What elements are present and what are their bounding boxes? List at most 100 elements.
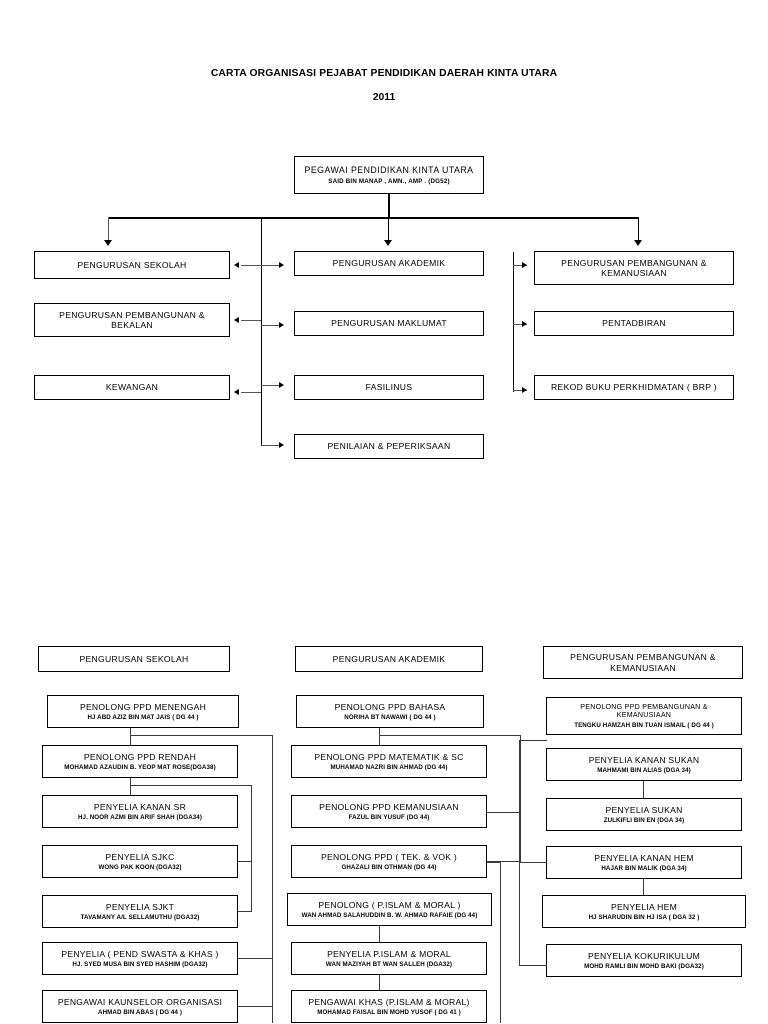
- academic-item-6[interactable]: PENGAWAI KHAS (P.ISLAM & MORAL) MOHAMAD …: [291, 990, 487, 1023]
- development-stem-1: [643, 781, 645, 798]
- division-label: PENGURUSAN PEMBANGUNAN & KEMANUSIAAN: [561, 257, 707, 278]
- link-right-1: [513, 265, 527, 267]
- development-item-5[interactable]: PENYELIA KOKURIKULUM MOHD RAMLI BIN MOHD…: [546, 944, 742, 977]
- academic-item-1[interactable]: PENOLONG PPD MATEMATIK & SC MUHAMAD NAZR…: [291, 745, 487, 778]
- spine-left-middle: [261, 218, 263, 445]
- column-header-pengurusan-pembangunan-kemanusiaan[interactable]: PENGURUSAN PEMBANGUNAN & KEMANUSIAAN: [543, 646, 743, 679]
- division-label: KEWANGAN: [105, 382, 159, 393]
- item-name: MAHMAMI BIN ALIAS (DGA 34): [597, 766, 691, 774]
- school-branch-0: [130, 735, 273, 737]
- academic-item-0[interactable]: PENOLONG PPD BAHASA NORIHA BT NAWAWI ( D…: [296, 695, 484, 728]
- school-item-3[interactable]: PENYELIA SJKC WONG PAK KOON (DGA32): [42, 845, 238, 878]
- arrow-left-3: [234, 389, 239, 395]
- division-pengurusan-sekolah[interactable]: PENGURUSAN SEKOLAH: [34, 251, 230, 279]
- school-item-0[interactable]: PENOLONG PPD MENENGAH HJ ABD AZIZ BIN MA…: [47, 695, 239, 728]
- academic-stem-4: [379, 926, 381, 942]
- link-right-3: [513, 390, 527, 392]
- division-rekod-buku-perkhidmatan[interactable]: REKOD BUKU PERKHIDMATAN ( BRP ): [534, 375, 734, 400]
- development-item-2[interactable]: PENYELIA SUKAN ZULKIFLI BIN EN (DGA 34): [546, 798, 742, 831]
- item-name: HJ SHARUDIN BIN HJ ISA ( DGA 32 ): [588, 913, 700, 921]
- academic-stem-5: [379, 975, 381, 990]
- arrow-right-r2: [522, 321, 527, 327]
- development-branch-0: [519, 740, 547, 742]
- item-title: PENYELIA SJKT: [105, 901, 175, 912]
- school-item-5[interactable]: PENYELIA ( PEND SWASTA & KHAS ) HJ. SYED…: [42, 942, 238, 975]
- school-rail-outer: [272, 735, 274, 1023]
- arrow-right-r3: [522, 387, 527, 393]
- division-label: PENILAIAN & PEPERIKSAAN: [327, 441, 451, 452]
- column-header-pengurusan-akademik[interactable]: PENGURUSAN AKADEMIK: [295, 646, 483, 672]
- academic-branch-1: [487, 812, 521, 814]
- division-pengurusan-maklumat[interactable]: PENGURUSAN MAKLUMAT: [294, 311, 484, 336]
- item-title: PENGAWAI KHAS (P.ISLAM & MORAL): [308, 996, 470, 1007]
- item-name: MOHAMAD AZAUDIN B. YEOP MAT ROSE(DGA38): [64, 763, 216, 771]
- link-left-1: [241, 265, 261, 267]
- item-title: PENOLONG PPD PEMBANGUNAN & KEMANUSIAAN: [580, 702, 708, 720]
- item-name: NORIHA BT NAWAWI ( DG 44 ): [344, 713, 436, 721]
- division-label: FASILINUS: [365, 382, 413, 393]
- division-pentadbiran[interactable]: PENTADBIRAN: [534, 311, 734, 336]
- root-name: SAID BIN MANAP , AMN., AMP . (DG52): [328, 177, 450, 185]
- school-branch-3: [238, 911, 252, 913]
- academic-item-3[interactable]: PENOLONG PPD ( TEK. & VOK ) GHAZALI BIN …: [291, 845, 487, 878]
- root-stem-line: [388, 194, 390, 218]
- school-item-1[interactable]: PENOLONG PPD RENDAH MOHAMAD AZAUDIN B. Y…: [42, 745, 238, 778]
- division-fasilinus[interactable]: FASILINUS: [294, 375, 484, 400]
- school-item-2[interactable]: PENYELIA KANAN SR HJ. NOOR AZMI BIN ARIF…: [42, 795, 238, 828]
- link-left-2: [241, 320, 261, 322]
- arrow-right-m3: [279, 382, 284, 388]
- column-header-pengurusan-sekolah[interactable]: PENGURUSAN SEKOLAH: [38, 646, 230, 672]
- arrow-down-left: [104, 240, 112, 246]
- school-item-6[interactable]: PENGAWAI KAUNSELOR ORGANISASI AHMAD BIN …: [42, 990, 238, 1023]
- division-kewangan[interactable]: KEWANGAN: [34, 375, 230, 400]
- item-name: HJ ABD AZIZ BIN MAT JAIS ( DG 44 ): [87, 713, 199, 721]
- school-stem-0: [130, 728, 132, 745]
- item-name: TAVAMANY A/L SELLAMUTHU (DGA32): [80, 913, 200, 921]
- academic-rail-outer: [520, 735, 522, 861]
- academic-rail-inner: [500, 862, 502, 1023]
- page-title: CARTA ORGANISASI PEJABAT PENDIDIKAN DAER…: [210, 68, 558, 79]
- school-branch-1: [130, 785, 252, 787]
- item-title: PENYELIA ( PEND SWASTA & KHAS ): [61, 948, 219, 959]
- item-name: FAZUL BIN YUSUF (DG 44): [348, 813, 430, 821]
- item-name: ZULKIFLI BIN EN (DGA 34): [603, 816, 685, 824]
- division-label: PENTADBIRAN: [602, 318, 666, 329]
- development-item-3[interactable]: PENYELIA KANAN HEM HAJAR BIN MALIK (DGA …: [546, 846, 742, 879]
- item-name: TENGKU HAMZAH BIN TUAN ISMAIL ( DG 44 ): [574, 721, 714, 729]
- item-name: AHMAD BIN ABAS ( DG 44 ): [98, 1008, 182, 1016]
- division-pengurusan-pembangunan-kemanusiaan[interactable]: PENGURUSAN PEMBANGUNAN & KEMANUSIAAN: [534, 251, 734, 285]
- item-title: PENOLONG PPD MENENGAH: [79, 701, 207, 712]
- development-stem-3: [643, 879, 645, 895]
- division-pengurusan-pembangunan-bekalan[interactable]: PENGURUSAN PEMBANGUNAN & BEKALAN: [34, 303, 230, 337]
- division-label: REKOD BUKU PERKHIDMATAN ( BRP ): [551, 382, 717, 393]
- column-header-label: PENGURUSAN SEKOLAH: [79, 653, 189, 664]
- division-label: PENGURUSAN AKADEMIK: [332, 258, 446, 269]
- arrow-right-m4: [279, 442, 284, 448]
- bus-drop-right: [638, 217, 640, 243]
- development-item-1[interactable]: PENYELIA KANAN SUKAN MAHMAMI BIN ALIAS (…: [546, 748, 742, 781]
- school-stem-1: [130, 778, 132, 795]
- column-header-label: PENGURUSAN AKADEMIK: [332, 653, 446, 664]
- school-item-4[interactable]: PENYELIA SJKT TAVAMANY A/L SELLAMUTHU (D…: [42, 895, 238, 928]
- item-title: PENYELIA SUKAN: [605, 804, 683, 815]
- item-name: MUHAMAD NAZRI BIN AHMAD (DG 44): [330, 763, 448, 771]
- academic-item-5[interactable]: PENYELIA P.ISLAM & MORAL WAN MAZIYAH BT …: [291, 942, 487, 975]
- development-item-0[interactable]: PENOLONG PPD PEMBANGUNAN & KEMANUSIAAN T…: [546, 697, 742, 735]
- division-label: PENGURUSAN SEKOLAH: [77, 259, 187, 270]
- root-node-pegawai-pendidikan[interactable]: PEGAWAI PENDIDIKAN KINTA UTARA SAID BIN …: [294, 156, 484, 194]
- division-pengurusan-akademik[interactable]: PENGURUSAN AKADEMIK: [294, 251, 484, 276]
- item-name: WONG PAK KOON (DGA32): [98, 863, 182, 871]
- item-name: HAJAR BIN MALIK (DGA 34): [601, 864, 687, 872]
- development-rail: [519, 740, 521, 966]
- academic-item-2[interactable]: PENOLONG PPD KEMANUSIAAN FAZUL BIN YUSUF…: [291, 795, 487, 828]
- item-name: MOHD RAMLI BIN MOHD BAKI (DGA32): [584, 962, 704, 970]
- division-penilaian-peperiksaan[interactable]: PENILAIAN & PEPERIKSAAN: [294, 434, 484, 459]
- school-branch-4: [238, 958, 273, 960]
- item-title: PENYELIA P.ISLAM & MORAL: [327, 948, 451, 959]
- bus-drop-middle: [388, 217, 390, 243]
- academic-item-4[interactable]: PENOLONG ( P.ISLAM & MORAL ) WAN AHMAD S…: [287, 893, 492, 926]
- academic-stem-0: [379, 728, 381, 745]
- development-item-4[interactable]: PENYELIA HEM HJ SHARUDIN BIN HJ ISA ( DG…: [542, 895, 746, 928]
- arrow-right-m1: [279, 262, 284, 268]
- item-title: PENYELIA KANAN HEM: [594, 852, 694, 863]
